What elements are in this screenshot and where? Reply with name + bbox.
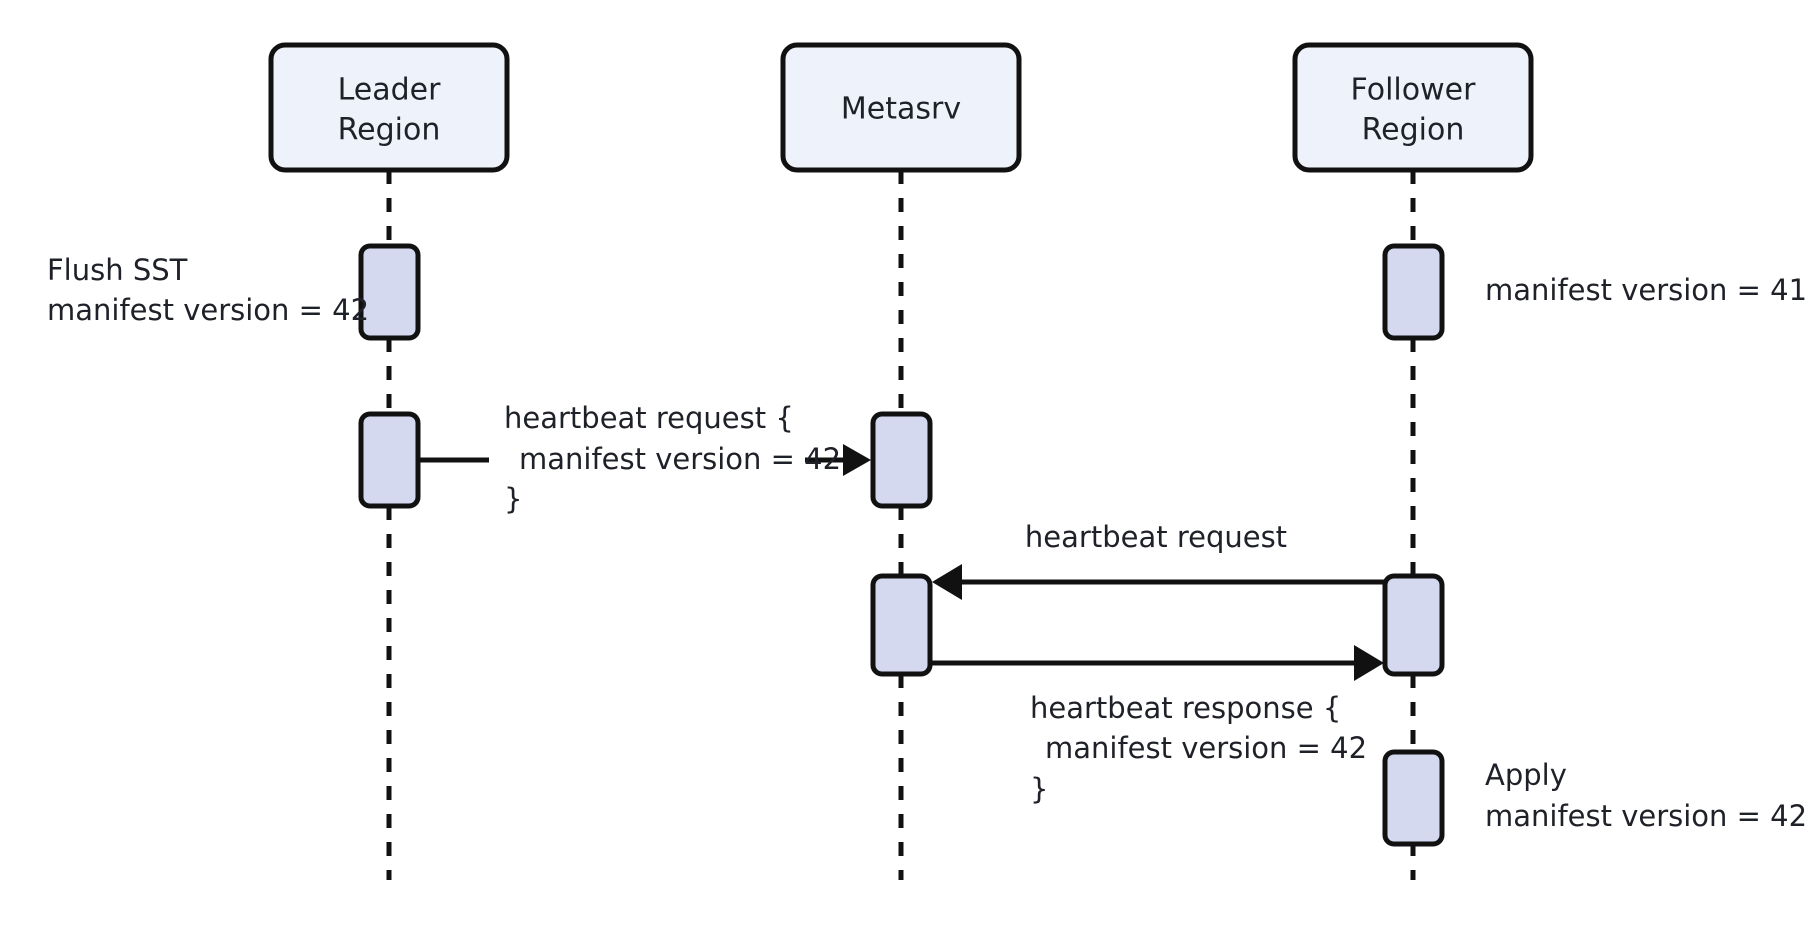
- message-label-line1: heartbeat request {: [504, 401, 794, 435]
- activation-leader-flush[interactable]: [358, 243, 421, 341]
- message-response-label-line3: }: [1030, 772, 1048, 806]
- message-label-line2: manifest version = 42: [519, 442, 841, 476]
- participant-metasrv[interactable]: Metasrv: [780, 42, 1022, 173]
- note-apply: Apply manifest version = 42: [1485, 758, 1807, 833]
- participant-label-leader-line2: Region: [338, 113, 441, 148]
- activation-metasrv-follower-heartbeat[interactable]: [870, 573, 933, 677]
- activation-follower-heartbeat[interactable]: [1382, 573, 1445, 677]
- note-follower-version-41: manifest version = 41: [1485, 273, 1807, 307]
- message-label-line3: }: [504, 482, 522, 516]
- participant-box-leader[interactable]: [268, 42, 510, 173]
- message-heartbeat-request-leader[interactable]: heartbeat request { manifest version = 4…: [420, 401, 871, 516]
- note-flush-sst-line1: Flush SST: [47, 253, 188, 287]
- activation-metasrv-leader-heartbeat[interactable]: [870, 411, 933, 509]
- note-follower-version-41-line1: manifest version = 41: [1485, 273, 1807, 307]
- participant-box-follower[interactable]: [1292, 42, 1534, 173]
- message-heartbeat-response[interactable]: heartbeat response { manifest version = …: [932, 645, 1384, 806]
- message-response-label-line1: heartbeat response {: [1030, 691, 1341, 725]
- participant-follower[interactable]: Follower Region: [1292, 42, 1534, 173]
- participant-label-metasrv-line1: Metasrv: [841, 92, 961, 127]
- message-heartbeat-request-follower[interactable]: heartbeat request: [932, 520, 1384, 600]
- message-label-heartbeat-request: heartbeat request: [1025, 520, 1287, 554]
- arrow-head-left-to-metasrv: [932, 564, 962, 600]
- note-flush-sst: Flush SST manifest version = 42: [47, 253, 369, 327]
- note-flush-sst-line2: manifest version = 42: [47, 293, 369, 327]
- arrow-head-right-to-metasrv: [843, 444, 871, 476]
- activation-leader-heartbeat[interactable]: [358, 411, 421, 509]
- arrow-head-right-to-follower: [1354, 645, 1384, 681]
- participant-label-leader-line1: Leader: [338, 73, 442, 108]
- participant-box-metasrv[interactable]: [780, 42, 1022, 173]
- participant-label-follower-line1: Follower: [1351, 73, 1477, 108]
- note-apply-line2: manifest version = 42: [1485, 799, 1807, 833]
- activation-follower-apply[interactable]: [1382, 749, 1445, 847]
- activation-boxes: [358, 243, 1445, 847]
- participant-label-follower-line2: Region: [1362, 113, 1465, 148]
- activation-follower-initial[interactable]: [1382, 243, 1445, 341]
- note-apply-line1: Apply: [1485, 758, 1567, 792]
- message-response-label-line2: manifest version = 42: [1045, 731, 1367, 765]
- participant-leader[interactable]: Leader Region: [268, 42, 510, 173]
